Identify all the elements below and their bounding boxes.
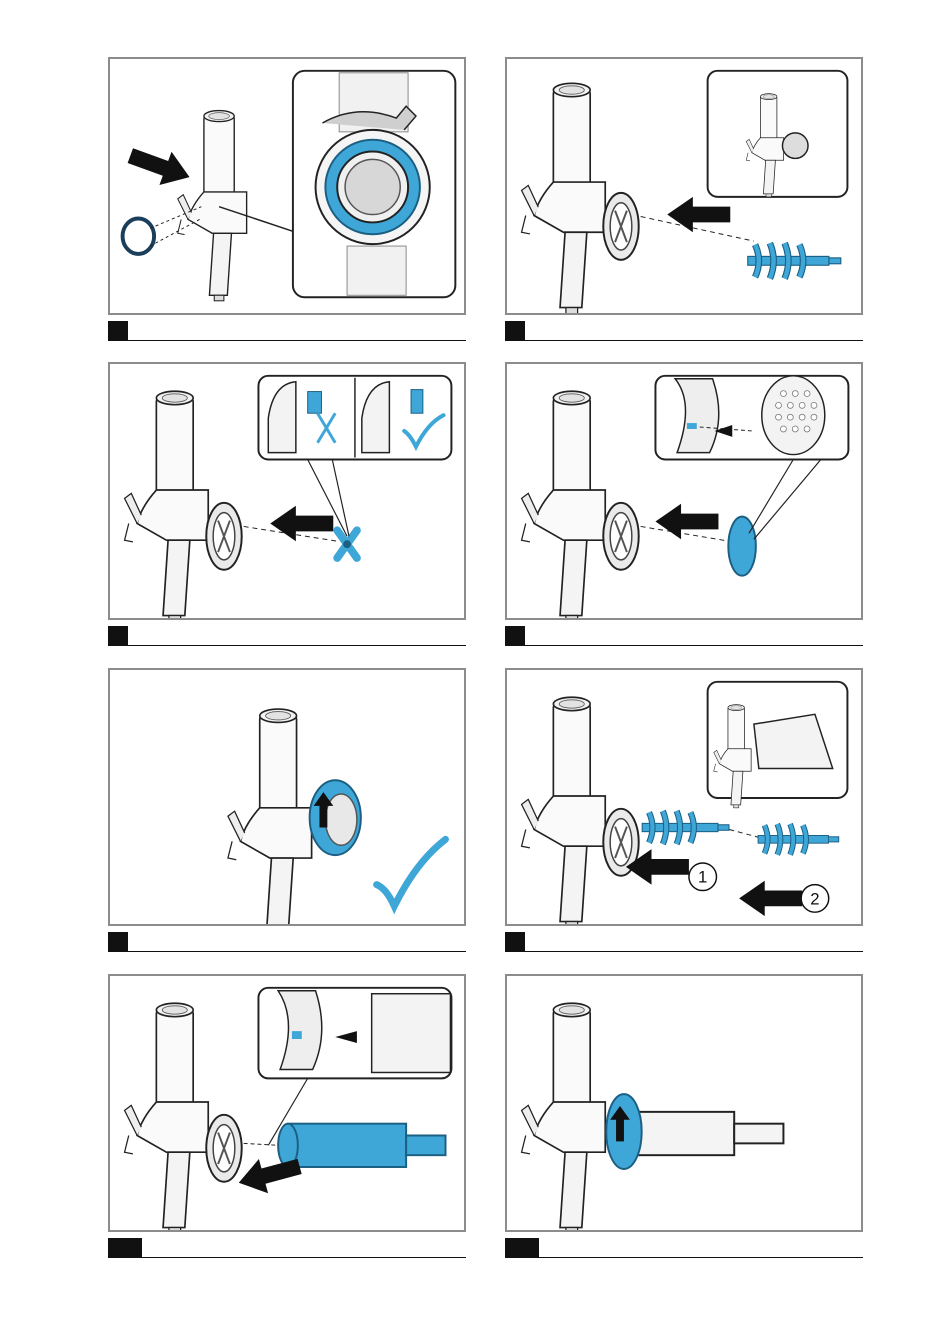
- panel-step-4: [505, 362, 863, 620]
- assembly-illustration-2: [507, 59, 861, 313]
- step-number-badge: [505, 1238, 539, 1258]
- step-divider: [128, 645, 466, 646]
- assembly-illustration-4: [507, 364, 861, 618]
- order-callout-1-label: 1: [698, 868, 707, 887]
- step-number-badge: [505, 626, 525, 646]
- arrow-icon: [270, 506, 333, 541]
- step-number-badge: [108, 932, 128, 952]
- second-auger-icon: [758, 824, 839, 855]
- step-number-badge: [108, 626, 128, 646]
- perforated-disc-icon: [728, 517, 756, 576]
- panel-step-6: 1 2: [505, 668, 863, 926]
- arrow-icon: [667, 197, 730, 232]
- assembly-illustration-1: [110, 59, 464, 313]
- panel-step-1: [108, 57, 466, 315]
- step-number-badge: [108, 321, 128, 341]
- assembly-illustration-6: 1 2: [507, 670, 861, 924]
- blade-icon: [337, 530, 357, 558]
- assembly-illustration-5: [110, 670, 464, 924]
- panel-step-3: [108, 362, 466, 620]
- panel-step-2: [505, 57, 863, 315]
- assembly-illustration-8: [507, 976, 861, 1230]
- assembly-illustration-7: [110, 976, 464, 1230]
- step-divider: [128, 340, 466, 341]
- auger-icon: [748, 243, 841, 278]
- order-callout-2-label: 2: [810, 889, 819, 908]
- step-divider: [525, 340, 863, 341]
- arrow-icon: [739, 881, 802, 916]
- auger-icon: [642, 811, 729, 844]
- step-divider: [128, 951, 466, 952]
- sausage-attachment-icon: [278, 1124, 445, 1167]
- check-icon: [377, 839, 446, 906]
- arrow-icon: [124, 139, 195, 194]
- panel-step-8: [505, 974, 863, 1232]
- step-divider: [525, 645, 863, 646]
- detail-inset: [708, 71, 848, 197]
- locking-ring-icon: [123, 218, 155, 253]
- step-number-badge: [108, 1238, 142, 1258]
- assembly-illustration-3: [110, 364, 464, 618]
- step-number-badge: [505, 321, 525, 341]
- step-divider: [525, 951, 863, 952]
- step-divider: [142, 1257, 466, 1258]
- panel-step-5: [108, 668, 466, 926]
- step-divider: [539, 1257, 863, 1258]
- panel-step-7: [108, 974, 466, 1232]
- step-number-badge: [505, 932, 525, 952]
